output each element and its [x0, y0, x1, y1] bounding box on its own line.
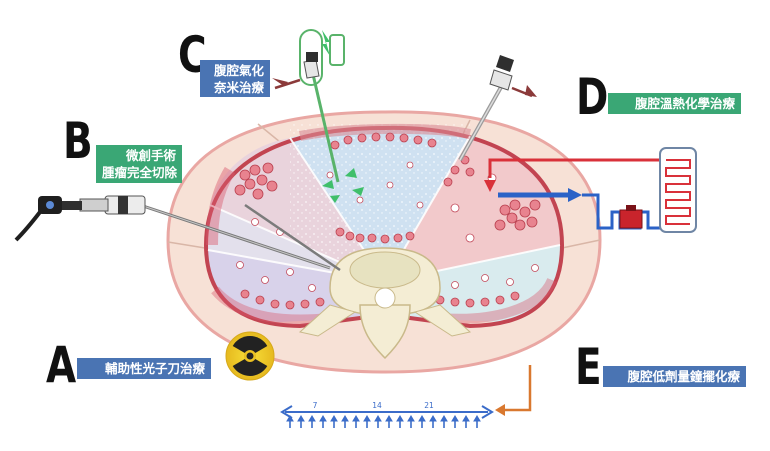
dose-arrow-head — [319, 415, 327, 422]
timeline-tick-14: 14 — [372, 401, 382, 410]
trocar-icon — [458, 55, 537, 161]
spine — [298, 247, 472, 360]
dose-arrow-head — [374, 415, 382, 422]
dose-arrow-head — [418, 415, 426, 422]
dose-arrow-head — [451, 415, 459, 422]
radiation-icon — [225, 331, 275, 381]
dose-arrow-head — [407, 415, 415, 422]
dose-arrow-head — [286, 415, 294, 422]
section-letter-e: E — [575, 338, 602, 396]
section-label-b: 微創手術 腫瘤完全切除 — [96, 145, 182, 183]
dose-arrow-head — [385, 415, 393, 422]
section-label-d: 腹腔溫熱化學治療 — [608, 93, 741, 114]
timeline-tick-21: 21 — [424, 401, 434, 410]
section-letter-b: B — [63, 112, 93, 170]
dosing-arrows — [286, 415, 481, 428]
dose-arrow-head — [308, 415, 316, 422]
dose-arrow-head — [352, 415, 360, 422]
dose-arrow-head — [429, 415, 437, 422]
tumor-cluster — [234, 132, 541, 310]
hipec-circuit — [484, 147, 697, 233]
section-label-e: 腹腔低劑量鐘擺化療 — [603, 366, 746, 387]
heat-exchanger-icon — [659, 147, 697, 233]
dose-arrow-head — [341, 415, 349, 422]
nebulizer-icon — [272, 29, 345, 183]
dose-arrow-head — [330, 415, 338, 422]
dose-arrow-head — [473, 415, 481, 422]
section-letter-d: D — [576, 68, 608, 126]
dose-arrow-head — [363, 415, 371, 422]
section-letter-a: A — [46, 336, 76, 394]
pump-icon — [619, 205, 643, 229]
section-label-a: 輔助性光子刀治療 — [77, 358, 211, 379]
laparoscope-icon — [14, 195, 341, 272]
timeline-tick-7: 7 — [313, 401, 318, 410]
pendulum-chemo-timeline: 7 14 21 — [280, 365, 532, 428]
dose-arrow-head — [297, 415, 305, 422]
nano-particles — [322, 168, 364, 203]
section-label-c: 腹腔氣化 奈米治療 — [200, 60, 270, 97]
dose-arrow-head — [462, 415, 470, 422]
sector-d — [385, 136, 560, 282]
dose-arrow-head — [396, 415, 404, 422]
dose-arrow-head — [440, 415, 448, 422]
